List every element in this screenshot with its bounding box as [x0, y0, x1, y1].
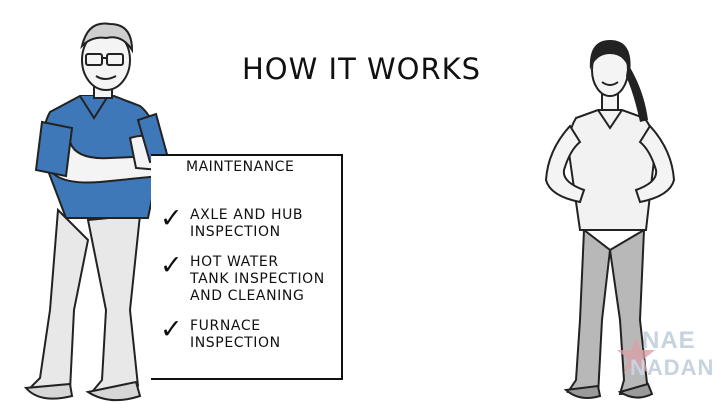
nae-nadan-logo: NAE NADAN — [616, 325, 716, 387]
check-icon: ✓ — [160, 250, 183, 281]
item-label: HOT WATER TANK INSPECTION AND CLEANING — [190, 254, 325, 304]
item-label: FURNACE INSPECTION — [190, 318, 281, 351]
check-icon: ✓ — [160, 203, 183, 234]
man-illustration — [23, 22, 170, 402]
logo-line2: NADAN — [630, 355, 715, 380]
logo-line1: NAE — [642, 327, 696, 354]
item-label: AXLE AND HUB INSPECTION — [190, 207, 304, 240]
page-title: HOW IT WORKS — [242, 52, 482, 86]
star-icon — [617, 337, 655, 373]
maintenance-panel — [151, 154, 343, 380]
check-icon: ✓ — [160, 314, 183, 345]
panel-heading: MAINTENANCE — [186, 159, 295, 175]
